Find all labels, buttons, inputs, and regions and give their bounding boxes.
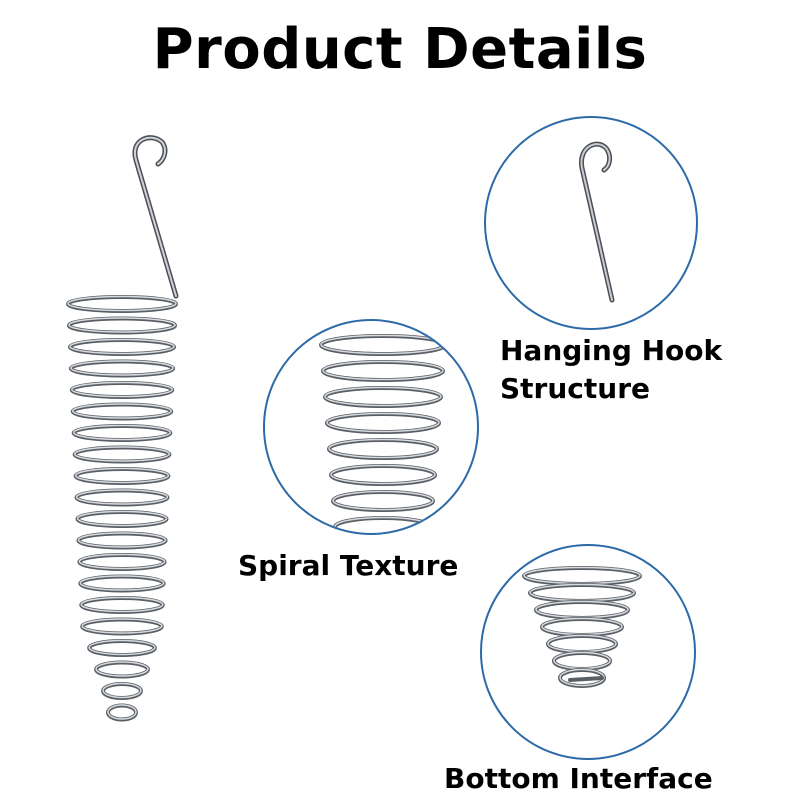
page-title: Product Details (152, 17, 648, 82)
bottom-detail-circle (480, 544, 696, 760)
hook-caption-line1: Hanging Hook (500, 334, 723, 367)
spiral-detail-circle (263, 319, 479, 535)
bottom-caption: Bottom Interface (444, 762, 713, 795)
spiral-caption: Spiral Texture (238, 549, 459, 582)
hook-caption-line2: Structure (500, 372, 651, 405)
hook-caption: Hanging Hook Structure (500, 332, 722, 408)
spring-product-image (40, 120, 220, 760)
hook-detail-circle (484, 116, 698, 330)
